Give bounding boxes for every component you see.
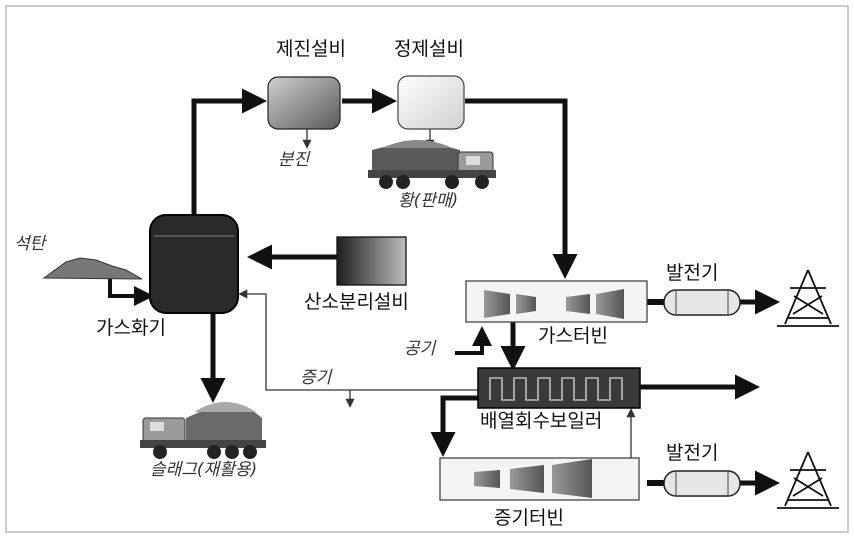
power-tower-bottom-icon	[777, 451, 839, 509]
label-dust-removal: 제진설비	[276, 38, 346, 60]
label-hrsg: 배열회수보일러	[480, 410, 603, 432]
label-steam-turbine: 증기터빈	[494, 507, 564, 529]
thin-arrows	[238, 129, 636, 465]
label-purification: 정제설비	[394, 38, 464, 60]
arrow-coal-to-gasifier	[108, 274, 154, 306]
label-generator-top: 발전기	[666, 262, 719, 284]
gas-turbine-unit	[465, 280, 648, 323]
label-gasifier: 가스화기	[96, 317, 166, 339]
slag-truck-icon	[140, 402, 266, 459]
label-dust: 분진	[278, 150, 310, 170]
arrow-hrsg-to-steam-turbine	[430, 395, 478, 457]
arrow-purification-to-turbine	[465, 98, 578, 279]
gasifier-vessel	[149, 214, 239, 314]
label-steam: 증기	[300, 368, 332, 388]
label-coal: 석탄	[14, 234, 46, 254]
arrow-gasifier-to-dust	[191, 88, 267, 218]
frame-border	[5, 5, 849, 533]
label-oxygen-separation: 산소분리설비	[304, 291, 409, 313]
label-generator-bottom: 발전기	[666, 442, 719, 464]
generator-bottom-icon	[663, 470, 741, 497]
sulfur-truck-icon	[368, 140, 496, 189]
label-sulfur: 황(판매)	[398, 191, 459, 211]
hrsg-unit	[477, 367, 641, 409]
flow-arrows	[108, 88, 780, 496]
arrow-steam-to-gasifier	[238, 289, 478, 391]
label-air: 공기	[404, 339, 436, 359]
label-gas-turbine: 가스터빈	[538, 325, 608, 347]
label-slag: 슬래그(재활용)	[150, 460, 258, 480]
generator-top-icon	[663, 289, 741, 316]
steam-turbine-unit	[439, 457, 640, 501]
oxygen-separation-box	[336, 236, 407, 286]
coal-pile-icon	[42, 257, 143, 280]
dust-removal-box	[267, 76, 341, 130]
arrow-air	[455, 326, 492, 355]
purification-box	[397, 75, 465, 130]
power-tower-top-icon	[777, 269, 839, 327]
